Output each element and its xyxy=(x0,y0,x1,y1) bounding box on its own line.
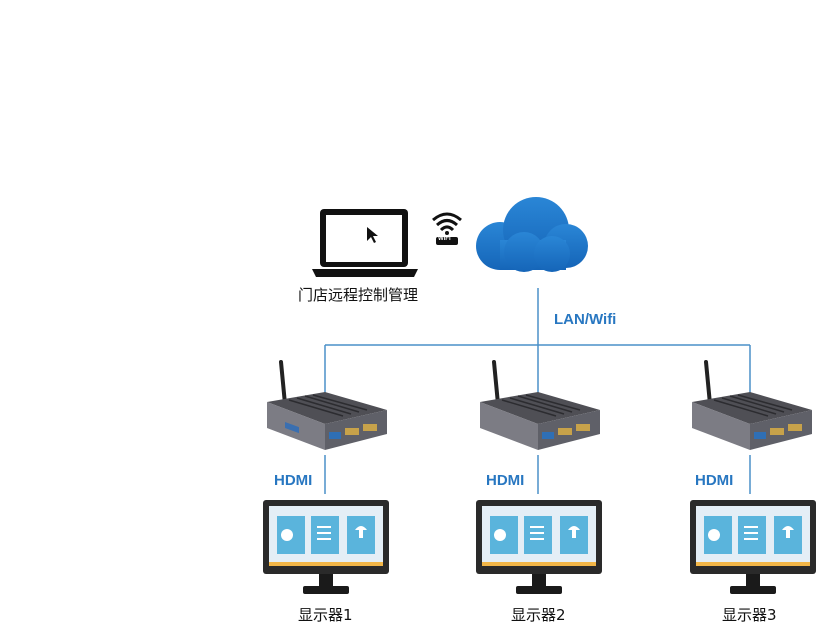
monitor-icon xyxy=(690,500,816,594)
hdmi-label-3: HDMI xyxy=(695,472,734,489)
mini-pc-icon xyxy=(692,360,812,450)
laptop-label: 门店远程控制管理 xyxy=(298,286,419,304)
mini-pc-icon xyxy=(267,360,387,450)
hdmi-label-2: HDMI xyxy=(486,472,525,489)
player-2 xyxy=(476,358,606,458)
laptop-icon xyxy=(312,209,418,277)
wifi-icon xyxy=(432,212,462,245)
monitor-icon xyxy=(476,500,602,594)
display-2 xyxy=(476,500,602,600)
mini-pc-icon xyxy=(480,360,600,450)
hdmi-label-1: HDMI xyxy=(274,472,313,489)
display-1 xyxy=(263,500,389,600)
display-label-1: 显示器1 xyxy=(298,606,353,624)
display-label-2: 显示器2 xyxy=(511,606,566,624)
cloud-icon xyxy=(476,197,588,272)
display-3 xyxy=(690,500,816,600)
player-1 xyxy=(263,358,393,458)
monitor-icon xyxy=(263,500,389,594)
wifi-badge-text: WiFi xyxy=(438,236,451,242)
network-label: LAN/Wifi xyxy=(554,311,617,328)
player-3 xyxy=(688,358,818,458)
display-label-3: 显示器3 xyxy=(722,606,777,624)
